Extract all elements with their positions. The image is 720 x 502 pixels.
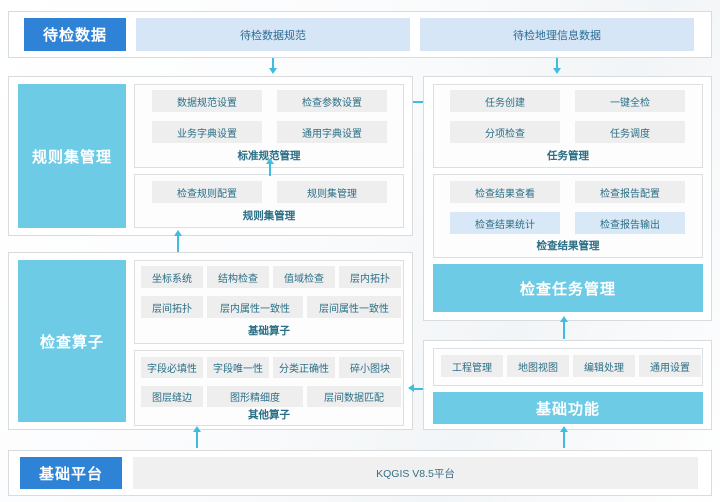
group-title-other-operators: 其他算子 [248,408,290,421]
group-title-standard-spec-management: 标准规范管理 [237,149,301,162]
chip-inter-layer-attribute-consistency[interactable]: 层间属性一致性 [307,296,401,318]
chip-check-result-statistics[interactable]: 检查结果统计 [450,212,560,234]
arrow-tasks-to-operators-line [413,388,429,390]
group-title-ruleset-management: 规则集管理 [242,209,296,222]
chip-project-management[interactable]: 工程管理 [441,355,503,377]
chip-field-required[interactable]: 字段必填性 [141,357,203,378]
arrow-platform-to-operators-line [196,432,198,448]
chip-field-unique[interactable]: 字段唯一性 [207,357,269,378]
chip-item-check[interactable]: 分项检查 [450,121,560,143]
bar-kqgis-platform: KQGIS V8.5平台 [133,457,698,489]
banner-check-task-management: 检查任务管理 [433,264,703,312]
bar-geo-info-data: 待检地理信息数据 [420,18,694,51]
group-title-check-result-management: 检查结果管理 [536,239,600,252]
category-source-data: 待检数据 [24,18,126,51]
chip-business-dict-setting[interactable]: 业务字典设置 [152,121,262,143]
chip-common-settings[interactable]: 通用设置 [639,355,701,377]
chip-graphic-fineness[interactable]: 图形精细度 [207,386,303,407]
chip-ruleset-management[interactable]: 规则集管理 [277,181,387,203]
arrow-data-to-tasks-line [556,58,558,69]
chip-map-view[interactable]: 地图视图 [507,355,569,377]
arrow-data-to-rules-line [272,58,274,69]
arrow-data-to-rules-head [269,68,277,74]
category-ruleset-management: 规则集管理 [18,84,126,228]
arrow-rules-to-tasks-line [413,101,431,103]
arrow-platform-to-operators-head [193,426,201,432]
chip-classification-correctness[interactable]: 分类正确性 [273,357,335,378]
arrow-data-to-tasks-head [553,68,561,74]
chip-check-rule-config[interactable]: 检查规则配置 [152,181,262,203]
arrow-basefn-to-tasks-line [563,322,565,339]
chip-task-schedule[interactable]: 任务调度 [575,121,685,143]
banner-base-functions: 基础功能 [433,392,703,424]
arrow-ruleset-to-spec-line [269,164,271,176]
chip-intra-layer-attribute-consistency[interactable]: 层内属性一致性 [207,296,303,318]
chip-layer-edge-matching[interactable]: 图层缝边 [141,386,203,407]
bar-data-spec: 待检数据规范 [136,18,410,51]
group-title-task-management: 任务管理 [547,149,589,162]
category-check-operators: 检查算子 [18,260,126,422]
chip-check-param-setting[interactable]: 检查参数设置 [277,90,387,112]
chip-common-dict-setting[interactable]: 通用字典设置 [277,121,387,143]
chip-data-spec-setting[interactable]: 数据规范设置 [152,90,262,112]
chip-value-range-check[interactable]: 值域检查 [273,266,335,288]
arrow-ruleset-to-spec-head [266,158,274,164]
chip-intra-layer-topology[interactable]: 层内拓扑 [339,266,401,288]
chip-check-report-output[interactable]: 检查报告输出 [575,212,685,234]
chip-inter-layer-data-match[interactable]: 层间数据匹配 [307,386,401,407]
arrow-basefn-to-tasks-head [560,316,568,322]
chip-small-fragment-patch[interactable]: 碎小图块 [339,357,401,378]
chip-coordinate-system[interactable]: 坐标系统 [141,266,203,288]
arrow-operators-to-rules-line [177,236,179,252]
category-base-platform: 基础平台 [20,457,122,489]
chip-check-report-config[interactable]: 检查报告配置 [575,181,685,203]
arrow-operators-to-rules-head [174,230,182,236]
chip-one-click-full-check[interactable]: 一键全检 [575,90,685,112]
chip-inter-layer-topology[interactable]: 层间拓扑 [141,296,203,318]
arrow-tasks-to-operators-head [408,384,414,392]
chip-check-result-view[interactable]: 检查结果查看 [450,181,560,203]
group-title-basic-operators: 基础算子 [248,324,290,337]
chip-structure-check[interactable]: 结构检查 [207,266,269,288]
arrow-platform-to-basefn-line [563,432,565,448]
chip-edit-process[interactable]: 编辑处理 [573,355,635,377]
chip-task-create[interactable]: 任务创建 [450,90,560,112]
arrow-platform-to-basefn-head [560,426,568,432]
